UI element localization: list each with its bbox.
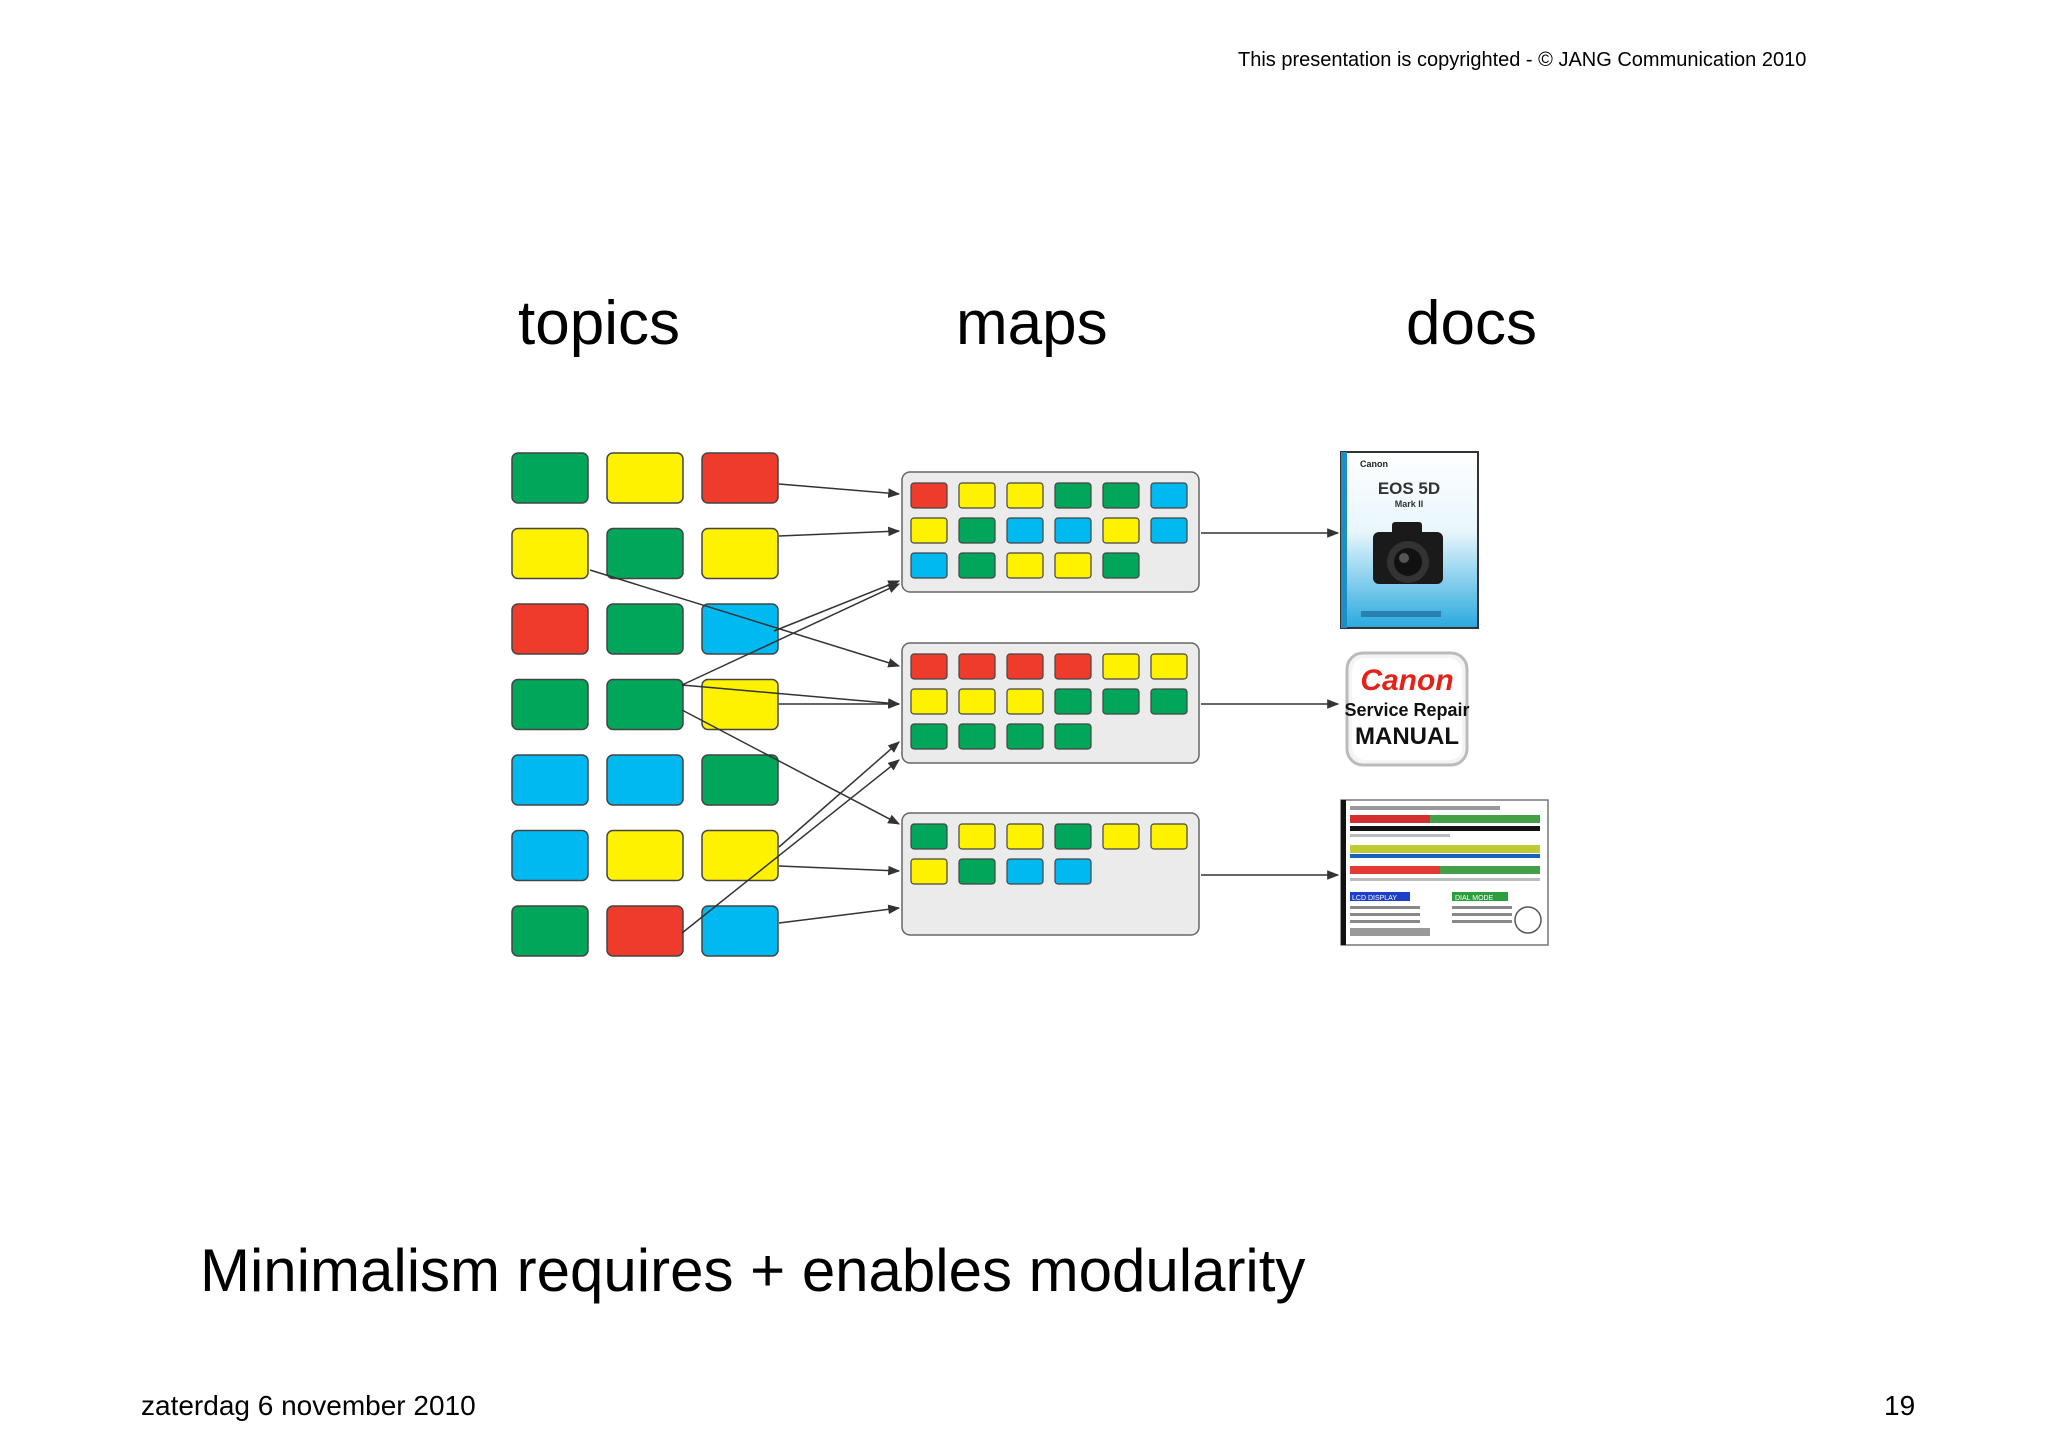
doc-service-manual: Canon Service Repair MANUAL <box>1344 651 1470 767</box>
map-block <box>910 823 948 850</box>
topic-block <box>606 754 684 806</box>
map-block <box>1150 482 1188 509</box>
map-block <box>1150 688 1188 715</box>
map-block <box>910 653 948 680</box>
svg-text:DIAL MODE: DIAL MODE <box>1455 895 1494 902</box>
topic-grid <box>511 452 779 957</box>
page-number: 19 <box>1884 1390 1916 1421</box>
connector-arrow <box>681 709 901 825</box>
map-block <box>1054 723 1092 750</box>
topic-block <box>606 452 684 504</box>
map-block <box>1054 552 1092 579</box>
map-block <box>1102 653 1140 680</box>
topic-block <box>701 527 779 580</box>
map-block <box>1006 723 1044 750</box>
map-block <box>958 482 996 509</box>
map-block <box>1006 823 1044 850</box>
connector-arrow <box>681 759 900 934</box>
maps-label: maps <box>956 289 1108 358</box>
topic-block <box>511 452 589 504</box>
map-block <box>1054 688 1092 715</box>
topic-block <box>701 829 779 882</box>
map-block <box>958 653 996 680</box>
copyright-notice: This presentation is copyrighted - © JAN… <box>1238 49 1807 71</box>
topic-block <box>701 603 779 655</box>
connector-arrow <box>589 569 901 668</box>
connector-arrow <box>778 741 900 848</box>
topic-block <box>511 527 589 580</box>
topic-block <box>511 754 589 806</box>
connector-arrow <box>778 865 901 876</box>
map-block <box>1054 858 1092 885</box>
map-block <box>910 723 948 750</box>
connector-arrow <box>773 580 901 632</box>
map-block <box>958 858 996 885</box>
docs-label: docs <box>1406 289 1537 358</box>
map-block <box>1150 653 1188 680</box>
map-block <box>1006 482 1044 509</box>
connector-arrows <box>589 483 1340 934</box>
topic-block <box>701 452 779 504</box>
map-block <box>1150 823 1188 850</box>
topic-block <box>511 829 589 882</box>
map-block <box>1102 552 1140 579</box>
map-block <box>910 858 948 885</box>
map-block <box>958 723 996 750</box>
map-block <box>1102 482 1140 509</box>
doc1-sub: Mark II <box>1395 499 1424 509</box>
footer-date: zaterdag 6 november 2010 <box>141 1390 476 1421</box>
map-block <box>1054 482 1092 509</box>
connector-arrow <box>778 904 901 924</box>
map-block <box>910 517 948 544</box>
doc1-brand: Canon <box>1360 459 1388 469</box>
doc2-line2: MANUAL <box>1355 723 1459 750</box>
topic-block <box>606 527 684 580</box>
map-block <box>1006 688 1044 715</box>
doc3-chip-dial <box>1452 892 1508 901</box>
topic-block <box>606 603 684 655</box>
topic-block <box>606 829 684 882</box>
doc1-model: EOS 5D <box>1378 479 1440 498</box>
map-block <box>1102 823 1140 850</box>
topic-block <box>606 905 684 957</box>
topics-label: topics <box>518 289 680 358</box>
topic-block <box>511 603 589 655</box>
map-block <box>1006 653 1044 680</box>
map-list <box>901 471 1200 936</box>
map-block <box>1054 823 1092 850</box>
map-block <box>958 552 996 579</box>
doc-eos-manual: Canon EOS 5D Mark II <box>1340 451 1479 629</box>
map-block <box>1006 858 1044 885</box>
map-block <box>910 552 948 579</box>
doc-reference-card: LCD DISPLAY DIAL MODE <box>1340 799 1549 946</box>
map-block <box>1054 653 1092 680</box>
map-block <box>958 688 996 715</box>
topic-block <box>606 678 684 731</box>
doc2-line1: Service Repair <box>1344 700 1469 720</box>
camera-icon <box>1373 522 1443 584</box>
map-block <box>1102 517 1140 544</box>
svg-text:LCD DISPLAY: LCD DISPLAY <box>1352 895 1397 902</box>
topic-block <box>701 754 779 806</box>
map-block <box>1006 517 1044 544</box>
topic-block <box>511 905 589 957</box>
map-block <box>1054 517 1092 544</box>
connector-arrow <box>778 526 901 537</box>
map-block <box>910 688 948 715</box>
map-block <box>1102 688 1140 715</box>
map-block <box>1006 552 1044 579</box>
map-block <box>958 517 996 544</box>
connector-arrow <box>681 684 901 708</box>
doc3-chip-lcd <box>1350 892 1410 901</box>
map-block <box>910 482 948 509</box>
doc2-brand: Canon <box>1360 664 1453 697</box>
slide-headline: Minimalism requires + enables modularity <box>200 1237 1306 1304</box>
map-block <box>1150 517 1188 544</box>
connector-arrow <box>681 583 901 686</box>
connector-arrow <box>778 483 901 498</box>
map-block <box>958 823 996 850</box>
topic-block <box>701 905 779 957</box>
topic-block <box>511 678 589 731</box>
